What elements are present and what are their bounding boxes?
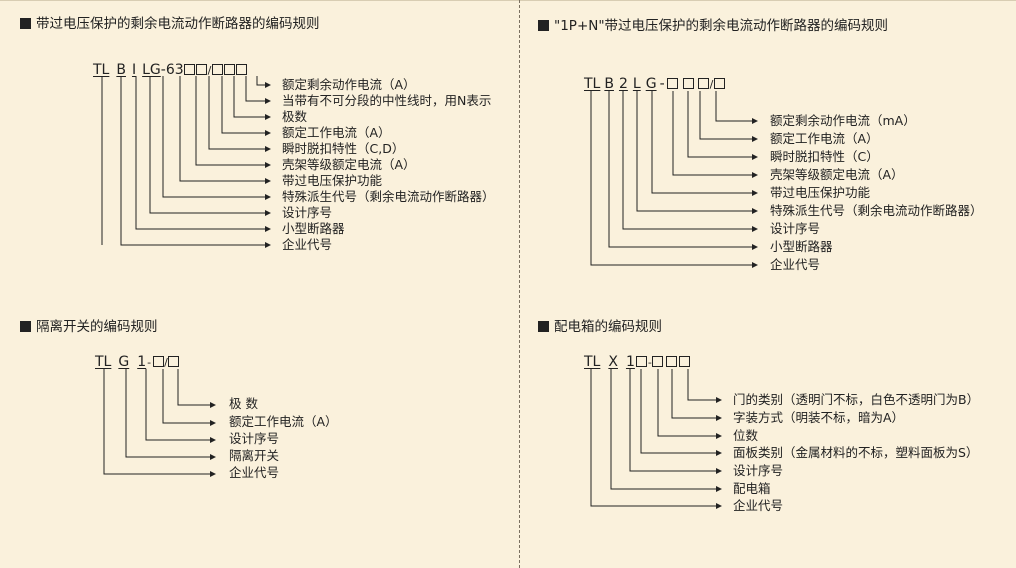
code-box — [152, 356, 164, 367]
code-label: 额定工作电流（A） — [229, 414, 338, 429]
code-box — [713, 78, 725, 89]
code-label: 小型断路器 — [282, 221, 345, 236]
section-title-3: 隔离开关的编码规则 — [20, 319, 158, 335]
code-slash: / — [709, 78, 714, 91]
code-slash: / — [207, 64, 212, 77]
code-label: 设计序号 — [282, 205, 333, 220]
code-label: 特殊派生代号（剩余电流动作断路器） — [282, 189, 495, 204]
code-label: 额定剩余动作电流（mA） — [770, 113, 916, 128]
code-box — [211, 64, 223, 75]
bullet-square-icon — [538, 20, 549, 31]
code-part: - — [659, 76, 665, 92]
bullet-square-icon — [538, 321, 549, 332]
code-box — [196, 64, 208, 75]
code-box — [184, 64, 196, 75]
code-part: B — [604, 76, 614, 92]
code-label: 带过电压保护功能 — [770, 185, 871, 200]
section-title-text: 带过电压保护的剩余电流动作断路器的编码规则 — [36, 16, 320, 32]
code-part: G — [118, 354, 130, 370]
code-part: TL — [584, 76, 601, 92]
code-part: 1 — [625, 354, 635, 370]
code-label: 额定工作电流（A） — [770, 131, 879, 146]
code-part: X — [608, 354, 618, 370]
code-box — [235, 64, 247, 75]
code-label: 瞬时脱扣特性（C） — [770, 149, 879, 164]
code-part: L — [142, 62, 150, 78]
code-label: 设计序号 — [229, 431, 280, 446]
code-label: 壳架等级额定电流（A） — [282, 157, 416, 172]
code-label: 额定工作电流（A） — [282, 125, 391, 140]
code-part: B — [116, 62, 126, 78]
code-label: 小型断路器 — [770, 239, 833, 254]
code-label: 带过电压保护功能 — [282, 173, 383, 188]
section-title-text: 配电箱的编码规则 — [554, 319, 662, 335]
code-part: G — [645, 76, 657, 92]
code-label: 设计序号 — [770, 221, 821, 236]
code-label: 配电箱 — [733, 481, 771, 496]
top-border — [0, 0, 1016, 1]
code-label: 企业代号 — [282, 237, 333, 252]
code-label: 企业代号 — [229, 465, 280, 480]
column-divider — [519, 0, 520, 568]
code-label: 额定剩余动作电流（A） — [282, 77, 416, 92]
code-part: TL — [584, 354, 601, 370]
code-label: 企业代号 — [770, 257, 821, 272]
section-title-2: "1P+N"带过电压保护的剩余电流动作断路器的编码规则 — [538, 18, 888, 34]
code-box — [665, 356, 677, 367]
code-part: G — [149, 62, 161, 78]
section-title-text: "1P+N"带过电压保护的剩余电流动作断路器的编码规则 — [554, 18, 889, 34]
code-label: 设计序号 — [733, 463, 784, 478]
code-part: L — [632, 76, 641, 92]
code-label: 瞬时脱扣特性（C,D） — [282, 141, 405, 156]
code-box — [682, 78, 694, 89]
code-label: 壳架等级额定电流（A） — [770, 167, 904, 182]
code-box — [168, 356, 180, 367]
code-label: 字装方式（明装不标，暗为A） — [733, 410, 905, 425]
code-part: I — [131, 62, 137, 78]
section-title-text: 隔离开关的编码规则 — [36, 319, 158, 335]
bullet-square-icon — [20, 321, 31, 332]
code-part: -63 — [160, 62, 184, 78]
code-label: 位数 — [733, 428, 759, 443]
code-part: 2 — [618, 76, 628, 92]
section-title-4: 配电箱的编码规则 — [538, 319, 662, 335]
code-label: 门的类别（透明门不标，白色不透明门为B） — [733, 392, 980, 407]
bullet-square-icon — [20, 18, 31, 29]
code-part: TL — [95, 354, 112, 370]
code-slash: / — [164, 356, 168, 369]
section-title-1: 带过电压保护的剩余电流动作断路器的编码规则 — [20, 16, 320, 32]
code-part: TL — [93, 62, 110, 78]
code-box — [679, 356, 691, 367]
code-box — [223, 64, 235, 75]
code-label: 极 数 — [229, 396, 258, 411]
code-box — [652, 356, 664, 367]
code-label: 特殊派生代号（剩余电流动作断路器） — [770, 203, 983, 218]
code-box — [698, 78, 710, 89]
code-box — [667, 78, 679, 89]
code-box — [636, 356, 648, 367]
code-part: - — [147, 356, 152, 369]
code-label: 极数 — [282, 109, 308, 124]
code-label: 面板类别（金属材料的不标，塑料面板为S） — [733, 445, 979, 460]
code-label: 企业代号 — [733, 498, 784, 513]
code-part: - — [647, 356, 652, 369]
code-label: 隔离开关 — [229, 448, 280, 463]
code-part: 1 — [137, 354, 147, 370]
code-label: 当带有不可分段的中性线时，用N表示 — [282, 93, 492, 108]
